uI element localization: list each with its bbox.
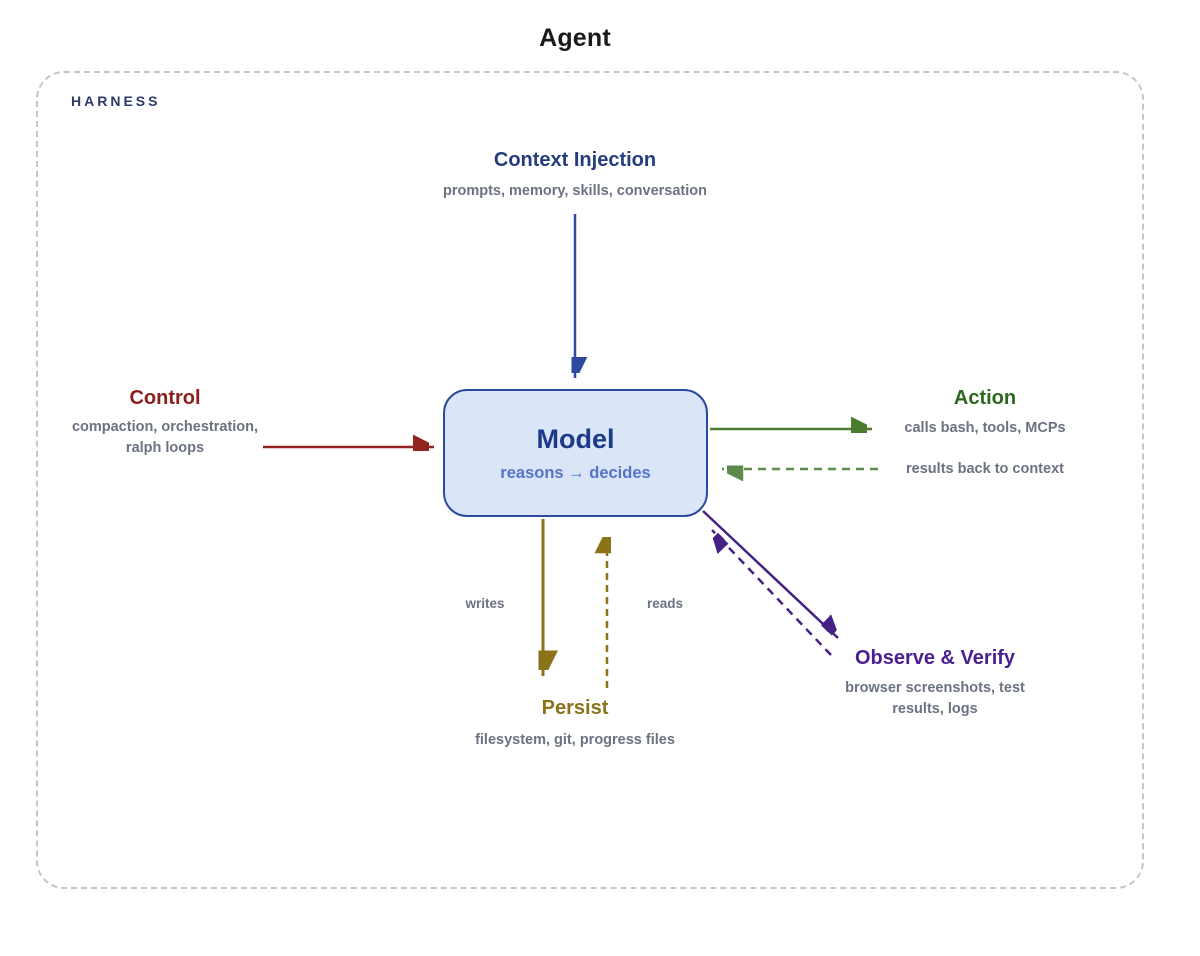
node-persist: Persist filesystem, git, progress files (450, 696, 700, 751)
harness-label: HARNESS (71, 93, 161, 109)
action-title: Action (953, 387, 1017, 409)
observe-verify-subtitle: browser screenshots, test results, logs (810, 678, 1060, 720)
context-injection-subtitle: prompts, memory, skills, conversation (442, 183, 708, 199)
control-subtitle-line2: ralph loops (125, 440, 205, 456)
persist-subtitle: filesystem, git, progress files (475, 732, 675, 748)
observe-verify-subtitle-line2: results, logs (892, 701, 978, 717)
control-subtitle-line1: compaction, orchestration, (71, 419, 259, 435)
model-title: Model (536, 423, 615, 454)
node-control: Control compaction, orchestration, ralph… (40, 386, 290, 459)
observe-verify-title: Observe & Verify (854, 647, 1016, 669)
action-out-label: calls bash, tools, MCPs (904, 420, 1066, 436)
page-title: Agent (539, 24, 611, 52)
node-context-injection: Context Injection prompts, memory, skill… (375, 148, 775, 202)
action-back-label: results back to context (906, 461, 1064, 477)
node-model: Model reasons → decides (443, 389, 708, 517)
node-observe-verify: Observe & Verify browser screenshots, te… (810, 646, 1060, 720)
persist-title: Persist (541, 697, 609, 719)
node-action: Action (860, 386, 1110, 410)
context-injection-title: Context Injection (493, 149, 657, 171)
model-subtitle: reasons → decides (500, 463, 651, 482)
persist-reads-label: reads (646, 596, 684, 611)
observe-verify-subtitle-line1: browser screenshots, test (845, 680, 1025, 696)
control-title: Control (129, 387, 201, 409)
harness-boundary (36, 71, 1144, 889)
control-subtitle: compaction, orchestration, ralph loops (40, 417, 290, 459)
persist-writes-label: writes (465, 596, 505, 611)
